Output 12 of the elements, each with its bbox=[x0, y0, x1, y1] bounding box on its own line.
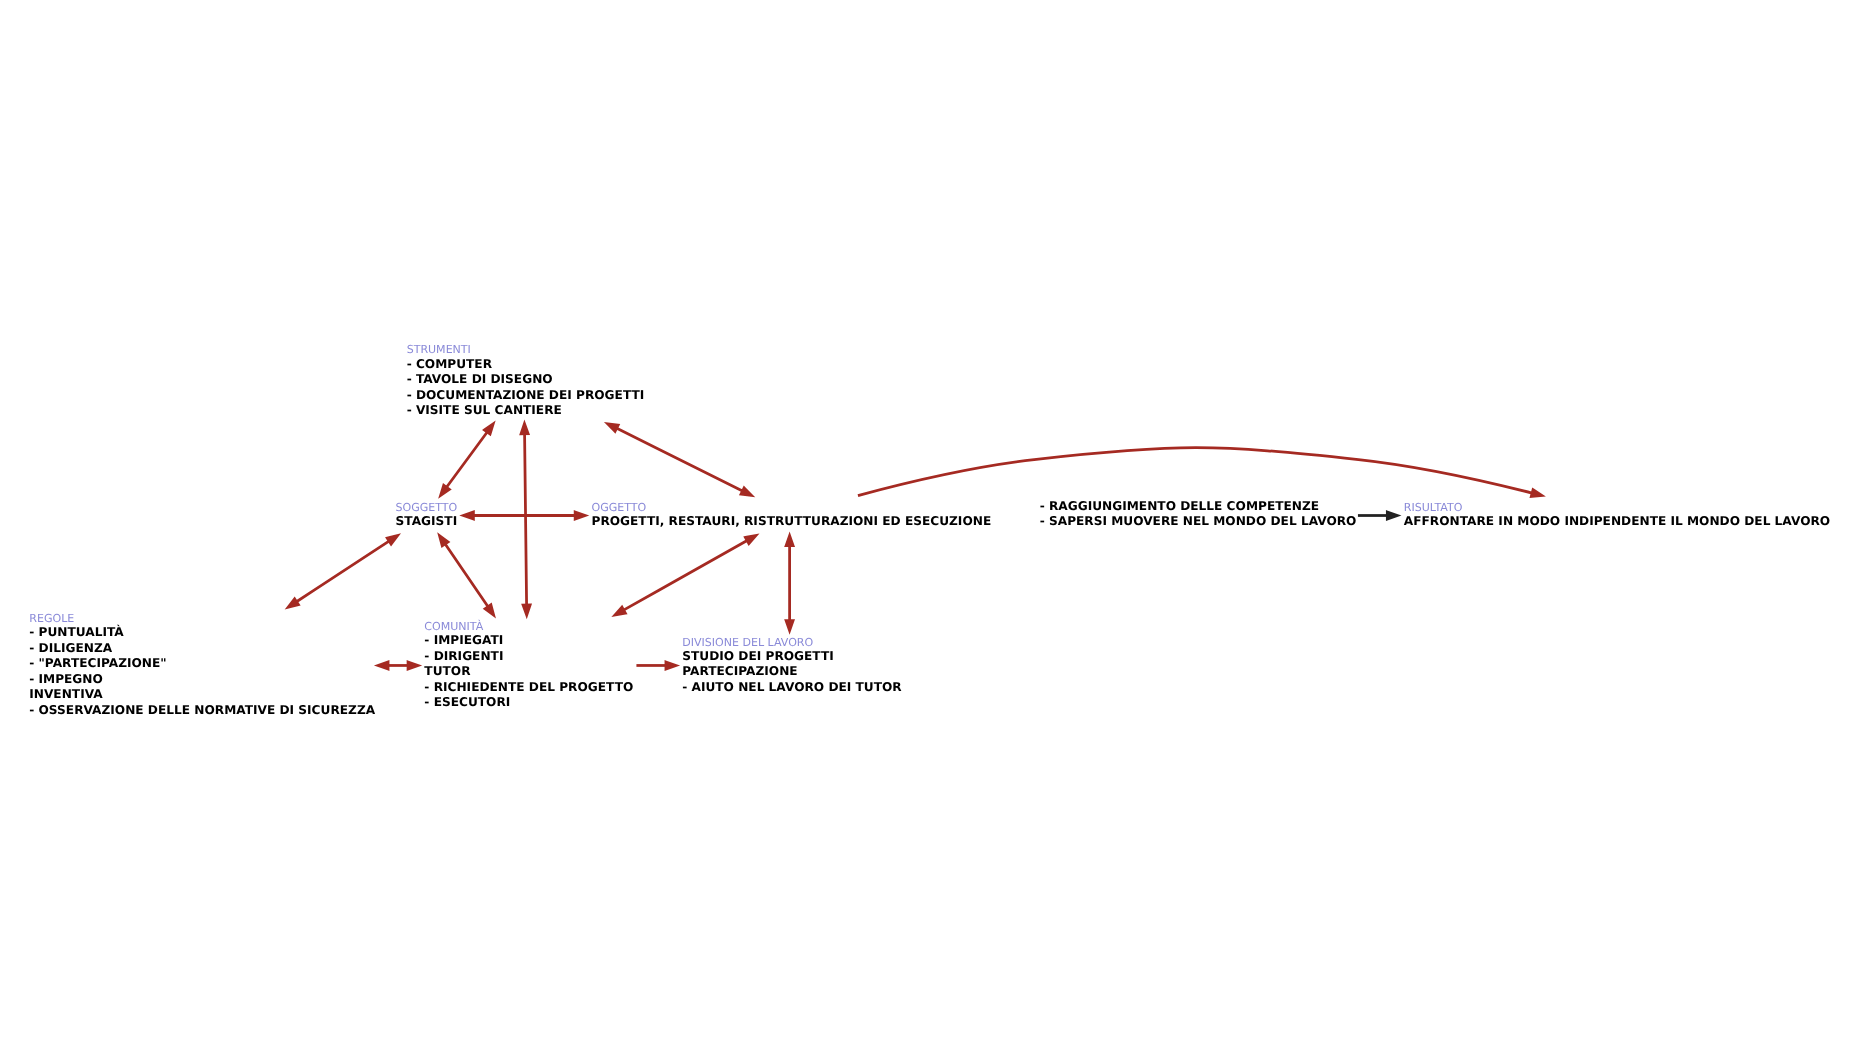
arrow bbox=[437, 531, 496, 618]
arrow bbox=[636, 659, 681, 670]
arrow bbox=[519, 418, 533, 619]
arrow bbox=[857, 445, 1546, 497]
arrow bbox=[611, 532, 760, 616]
arrow bbox=[373, 659, 423, 670]
arrow bbox=[603, 420, 756, 497]
arrow bbox=[438, 419, 496, 498]
arrow bbox=[459, 509, 590, 520]
arrow bbox=[1357, 509, 1402, 520]
arrow bbox=[784, 530, 796, 634]
arrow bbox=[284, 532, 402, 609]
